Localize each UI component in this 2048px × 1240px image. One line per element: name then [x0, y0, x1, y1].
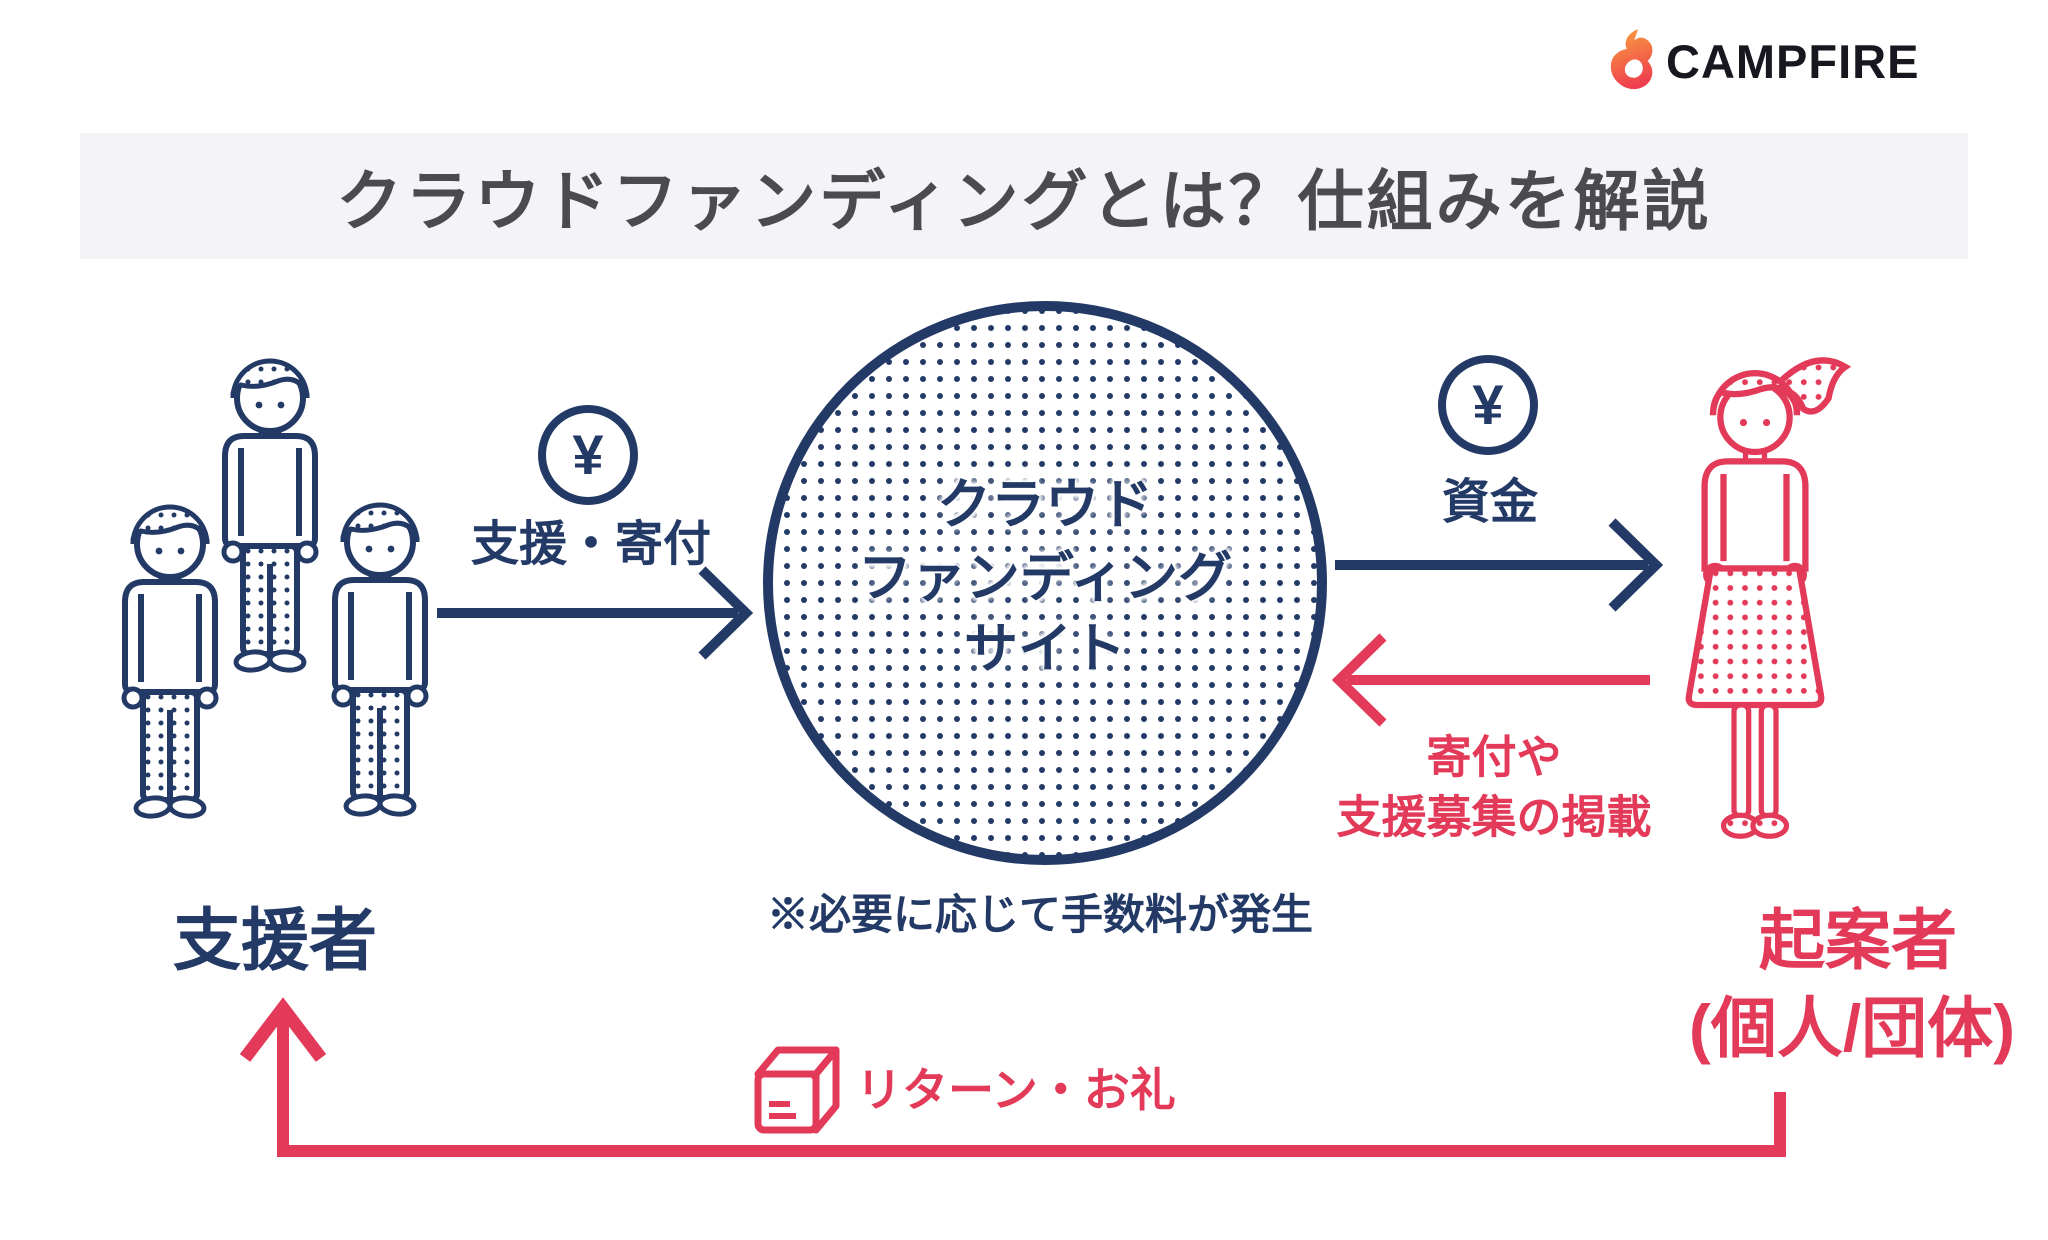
- title-banner: クラウドファンディングとは？仕組みを解説: [80, 133, 1968, 259]
- yen-icon-support: [538, 405, 638, 505]
- return-arrowhead: [239, 997, 327, 1062]
- platform-label-line3: サイト: [964, 619, 1126, 679]
- campfire-logo: CAMPFIRE: [1606, 26, 1919, 96]
- arrow-listing: [1331, 633, 1650, 727]
- listing-flow-label-line1: 寄付や: [1426, 731, 1562, 783]
- initiator-label-line2: (個人/団体): [1688, 991, 2016, 1065]
- flame-icon: [1610, 29, 1653, 90]
- initiator-label-line1: 起案者: [1759, 903, 1957, 977]
- brand-name: CAMPFIRE: [1666, 34, 1920, 88]
- support-flow-label: 支援・寄付: [470, 518, 712, 571]
- yen-icon-funds: [1438, 355, 1538, 455]
- page-title: クラウドファンディングとは？仕組みを解説: [336, 164, 1712, 238]
- arrow-support: [437, 566, 754, 660]
- supporter-figure-back: [224, 361, 316, 672]
- supporter-figure-left: [124, 507, 216, 818]
- yen-symbol-support: ¥: [572, 423, 604, 486]
- listing-flow-label-line2: 支援募集の掲載: [1336, 791, 1652, 843]
- supporter-figure-right: [334, 505, 426, 816]
- initiator-figure: [1689, 360, 1846, 836]
- platform-circle: [763, 301, 1327, 865]
- return-path: [239, 997, 1786, 1157]
- package-icon: [754, 1046, 840, 1134]
- yen-symbol-funds: ¥: [1472, 373, 1504, 436]
- supporters-label: 支援者: [172, 903, 378, 979]
- platform-note: ※必要に応じて手数料が発生: [766, 891, 1314, 938]
- returns-flow-label: リターン・お礼: [856, 1064, 1176, 1116]
- funds-flow-label: 資金: [1441, 476, 1539, 529]
- platform-label-line1: クラウド: [937, 475, 1153, 535]
- platform-label-line2: ファンディング: [857, 548, 1233, 608]
- arrow-funds: [1335, 518, 1664, 612]
